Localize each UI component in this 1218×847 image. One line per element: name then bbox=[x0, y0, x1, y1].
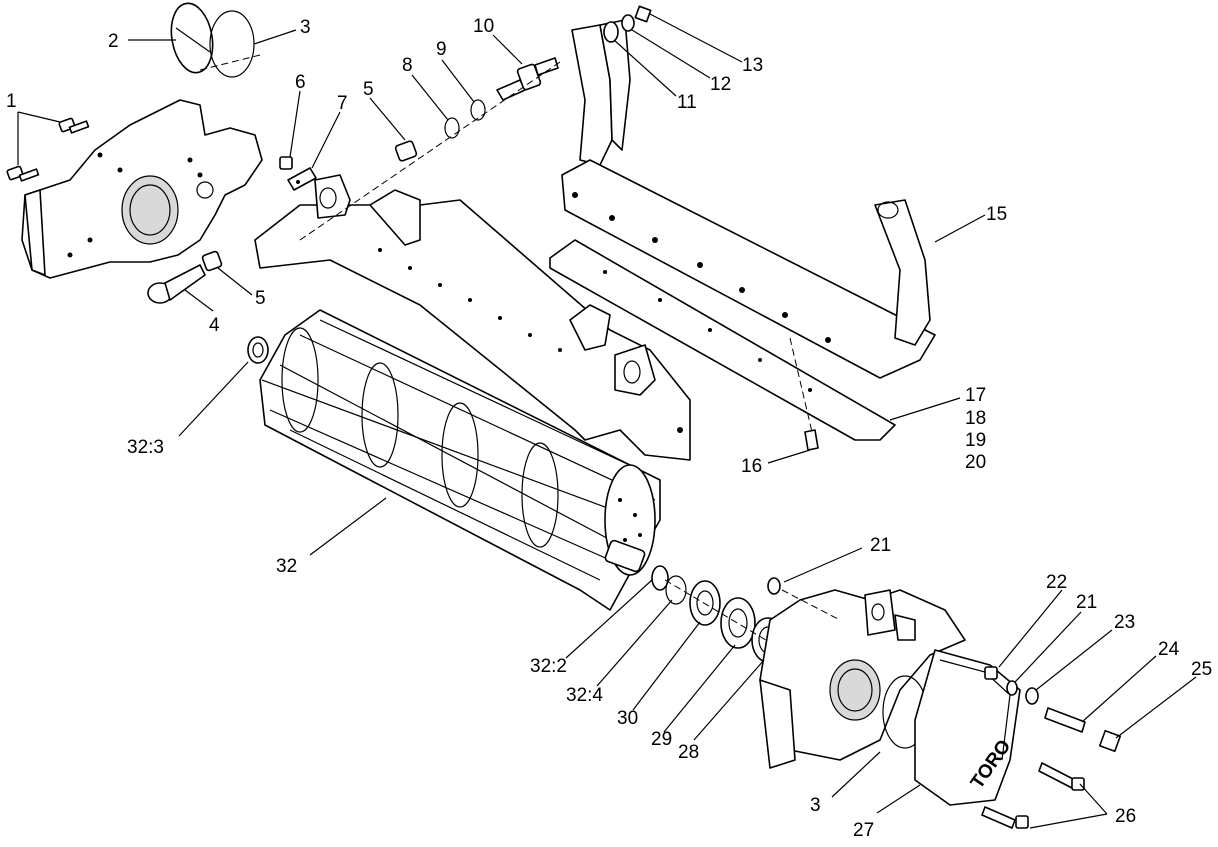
bolt-1-lower bbox=[6, 165, 40, 182]
callout-13: 13 bbox=[742, 55, 763, 76]
nut-13 bbox=[634, 5, 652, 23]
callout-3: 3 bbox=[300, 17, 311, 38]
callout-23: 23 bbox=[1114, 612, 1135, 633]
nut-25 bbox=[1098, 729, 1122, 753]
pivot-shaft-4 bbox=[147, 264, 206, 304]
retaining-ring-9 bbox=[470, 99, 486, 121]
ring-32-4 bbox=[665, 575, 687, 605]
callout-22: 22 bbox=[1046, 572, 1067, 593]
cover-disc-2 bbox=[170, 2, 214, 74]
bushing-5-upper bbox=[394, 140, 418, 162]
seal-30 bbox=[689, 580, 721, 626]
o-ring-3-top bbox=[209, 10, 255, 78]
callout-32: 32 bbox=[276, 556, 297, 577]
callout-5-lower: 5 bbox=[255, 288, 266, 309]
reel-32 bbox=[259, 309, 661, 611]
washer-21-lower bbox=[1006, 680, 1018, 696]
reel-shaft-32-2 bbox=[604, 539, 669, 591]
leader-lines bbox=[17, 13, 1197, 829]
callout-9: 9 bbox=[436, 39, 447, 60]
washer-21-upper bbox=[767, 577, 781, 595]
callout-3-lower: 3 bbox=[810, 795, 821, 816]
bedknife-17 bbox=[549, 239, 896, 441]
callout-20: 20 bbox=[965, 452, 986, 473]
callout-27: 27 bbox=[853, 820, 874, 841]
reel-bearing-32-3 bbox=[247, 336, 269, 364]
bushing-22 bbox=[984, 666, 998, 680]
callouts: 1 2 3 4 5 5 6 7 8 9 10 11 12 13 15 16 17… bbox=[6, 16, 1212, 841]
callout-21-lower: 21 bbox=[1076, 592, 1097, 613]
callout-28: 28 bbox=[678, 742, 699, 763]
callout-11: 11 bbox=[677, 92, 697, 113]
washer-23 bbox=[1025, 687, 1039, 705]
callout-8: 8 bbox=[402, 55, 413, 76]
bedbar bbox=[561, 159, 936, 379]
callout-24: 24 bbox=[1158, 639, 1180, 660]
callout-4: 4 bbox=[209, 315, 220, 336]
shaft-10 bbox=[496, 57, 559, 101]
spring-12 bbox=[621, 14, 635, 32]
bedbar-arm-right bbox=[874, 199, 931, 346]
bedbar-arm-left bbox=[571, 19, 631, 166]
retaining-ring-8 bbox=[444, 117, 460, 139]
bushing-5-lower bbox=[201, 250, 223, 272]
screw-16 bbox=[804, 429, 819, 451]
callout-29: 29 bbox=[651, 729, 672, 750]
callout-16: 16 bbox=[741, 456, 762, 477]
washer-11 bbox=[603, 21, 619, 43]
bolt-1-upper bbox=[58, 117, 90, 134]
callout-30: 30 bbox=[617, 708, 638, 729]
bolt-26-lower bbox=[981, 806, 1029, 829]
callout-1: 1 bbox=[6, 91, 17, 112]
callout-17: 17 bbox=[965, 385, 986, 406]
callout-25: 25 bbox=[1191, 659, 1212, 680]
shaft-24 bbox=[1044, 707, 1086, 733]
callout-21-upper: 21 bbox=[870, 535, 891, 556]
bolt-26-upper bbox=[1038, 762, 1085, 791]
callout-18: 18 bbox=[965, 408, 986, 429]
cover-27: TORO bbox=[914, 649, 1021, 806]
callout-32-2: 32:2 bbox=[530, 656, 567, 677]
bearing-29 bbox=[720, 597, 756, 649]
callout-26: 26 bbox=[1115, 806, 1136, 827]
callout-32-3: 32:3 bbox=[127, 437, 164, 458]
bracket-7 bbox=[287, 167, 317, 191]
callout-32-4: 32:4 bbox=[566, 685, 603, 706]
callout-6: 6 bbox=[295, 72, 306, 93]
callout-10: 10 bbox=[473, 16, 494, 37]
frame-crossmember bbox=[254, 174, 691, 461]
callout-2: 2 bbox=[108, 31, 119, 52]
left-side-plate bbox=[21, 99, 263, 279]
grease-fitting-6 bbox=[279, 156, 293, 170]
callout-12: 12 bbox=[710, 74, 731, 95]
right-side-plate bbox=[759, 589, 966, 769]
callout-19: 19 bbox=[965, 430, 986, 451]
callout-15: 15 bbox=[986, 204, 1007, 225]
callout-7: 7 bbox=[337, 93, 348, 114]
callout-5-upper: 5 bbox=[363, 79, 374, 100]
